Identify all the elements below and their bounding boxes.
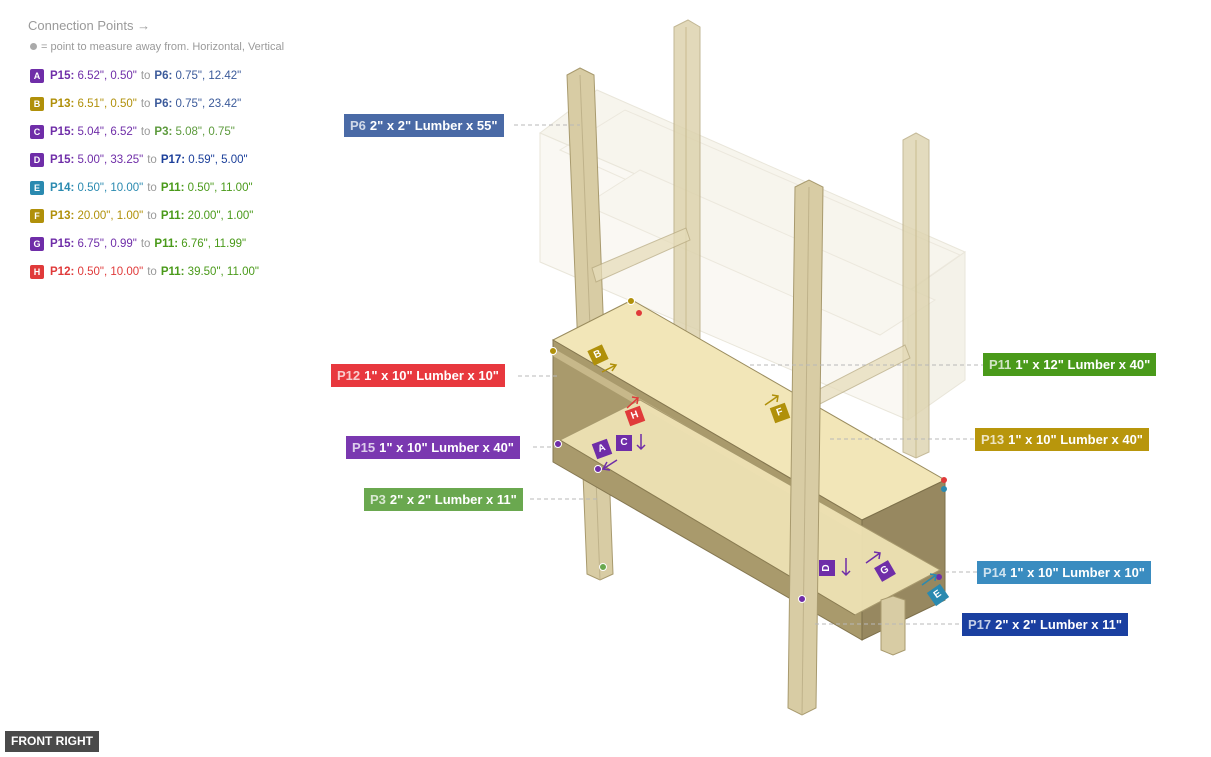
part-description: 1" x 12" Lumber x 40" bbox=[1015, 357, 1151, 372]
back-right-post bbox=[902, 132, 930, 459]
part-description: 1" x 10" Lumber x 40" bbox=[1008, 432, 1143, 447]
part-description: 1" x 10" Lumber x 40" bbox=[379, 440, 514, 455]
legend-to-part: P3: bbox=[154, 126, 173, 138]
legend-to-label: to bbox=[140, 98, 151, 110]
legend-to-part: P11: bbox=[154, 238, 179, 250]
legend-to-part: P6: bbox=[154, 98, 173, 110]
view-label: FRONT RIGHT bbox=[5, 731, 99, 752]
part-description: 2" x 2" Lumber x 55" bbox=[369, 118, 498, 133]
legend-from-values: 5.00", 33.25" bbox=[74, 154, 144, 166]
legend-title: Connection Points → bbox=[28, 18, 151, 33]
legend-from-part: P15: bbox=[50, 126, 75, 138]
legend-to-part: P6: bbox=[154, 70, 173, 82]
connection-badge-c[interactable]: C bbox=[616, 435, 632, 451]
direction-arrows bbox=[601, 363, 937, 586]
legend-to-label: to bbox=[147, 210, 157, 222]
legend-to-values: 5.08", 0.75" bbox=[172, 126, 235, 138]
legend-to-part: P11: bbox=[160, 182, 185, 194]
legend-to-label: to bbox=[147, 266, 157, 278]
part-id: P14 bbox=[983, 565, 1007, 580]
legend-note-text: = point to measure away from. Horizontal… bbox=[41, 41, 285, 53]
front-right-post bbox=[787, 179, 824, 716]
legend-from-values: 6.75", 0.99" bbox=[74, 238, 137, 250]
legend-to-part: P11: bbox=[160, 266, 185, 278]
part-description: 2" x 2" Lumber x 11" bbox=[995, 617, 1123, 632]
back-right-leg bbox=[880, 595, 906, 656]
legend-from-values: 5.04", 6.52" bbox=[74, 126, 137, 138]
legend-from-part: P15: bbox=[50, 154, 75, 166]
connection-badge-d[interactable]: D bbox=[819, 560, 835, 576]
legend-to-label: to bbox=[140, 70, 151, 82]
measure-point-dot-icon bbox=[30, 43, 37, 50]
part-description: 1" x 10" Lumber x 10" bbox=[1010, 565, 1145, 580]
legend-to-values: 39.50", 11.00" bbox=[184, 266, 259, 278]
legend-from-part: P14: bbox=[50, 182, 75, 194]
legend-to-label: to bbox=[147, 182, 157, 194]
part-id: P17 bbox=[968, 617, 992, 632]
legend-to-part: P17: bbox=[160, 154, 186, 166]
part-id: P3 bbox=[370, 492, 386, 507]
legend-to-values: 20.00", 1.00" bbox=[184, 210, 254, 222]
legend-to-values: 0.75", 12.42" bbox=[172, 70, 242, 82]
legend-from-values: 0.50", 10.00" bbox=[74, 182, 144, 194]
legend-from-part: P13: bbox=[50, 210, 75, 222]
legend-from-part: P13: bbox=[50, 98, 75, 110]
part-id: P11 bbox=[989, 357, 1012, 372]
legend-badge: E bbox=[30, 181, 44, 195]
legend-from-values: 20.00", 1.00" bbox=[74, 210, 144, 222]
legend-badge: F bbox=[30, 209, 44, 223]
connection-points bbox=[549, 297, 947, 603]
legend-from-part: P15: bbox=[50, 70, 75, 82]
legend-badge: A bbox=[30, 69, 44, 83]
back-left-post bbox=[673, 19, 701, 347]
legend-note: = point to measure away from. Horizontal… bbox=[30, 41, 284, 53]
legend-badge: H bbox=[30, 265, 44, 279]
legend-badge: C bbox=[30, 125, 44, 139]
legend-from-values: 0.50", 10.00" bbox=[74, 266, 144, 278]
part-id: P15 bbox=[352, 440, 376, 455]
upper-cross-brace bbox=[591, 227, 691, 283]
part-description: 2" x 2" Lumber x 11" bbox=[389, 492, 517, 507]
legend-to-values: 0.50", 11.00" bbox=[184, 182, 253, 194]
legend-badge: B bbox=[30, 97, 44, 111]
part-description: 1" x 10" Lumber x 10" bbox=[364, 368, 499, 383]
legend-to-label: to bbox=[140, 126, 151, 138]
legend-from-part: P15: bbox=[50, 238, 75, 250]
legend-to-values: 6.76", 11.99" bbox=[178, 238, 247, 250]
legend-to-values: 0.59", 5.00" bbox=[185, 154, 248, 166]
legend-to-part: P11: bbox=[160, 210, 185, 222]
part-id: P12 bbox=[337, 368, 361, 383]
legend-badge: G bbox=[30, 237, 44, 251]
legend-to-values: 0.75", 23.42" bbox=[172, 98, 242, 110]
legend-from-part: P12: bbox=[50, 266, 75, 278]
legend-badge: D bbox=[30, 153, 44, 167]
legend-to-label: to bbox=[140, 238, 151, 250]
part-id: P13 bbox=[981, 432, 1005, 447]
legend-from-values: 6.51", 0.50" bbox=[74, 98, 137, 110]
legend-to-label: to bbox=[147, 154, 157, 166]
legend-from-values: 6.52", 0.50" bbox=[74, 70, 137, 82]
part-id: P6 bbox=[350, 118, 366, 133]
leader-lines bbox=[514, 124, 983, 625]
